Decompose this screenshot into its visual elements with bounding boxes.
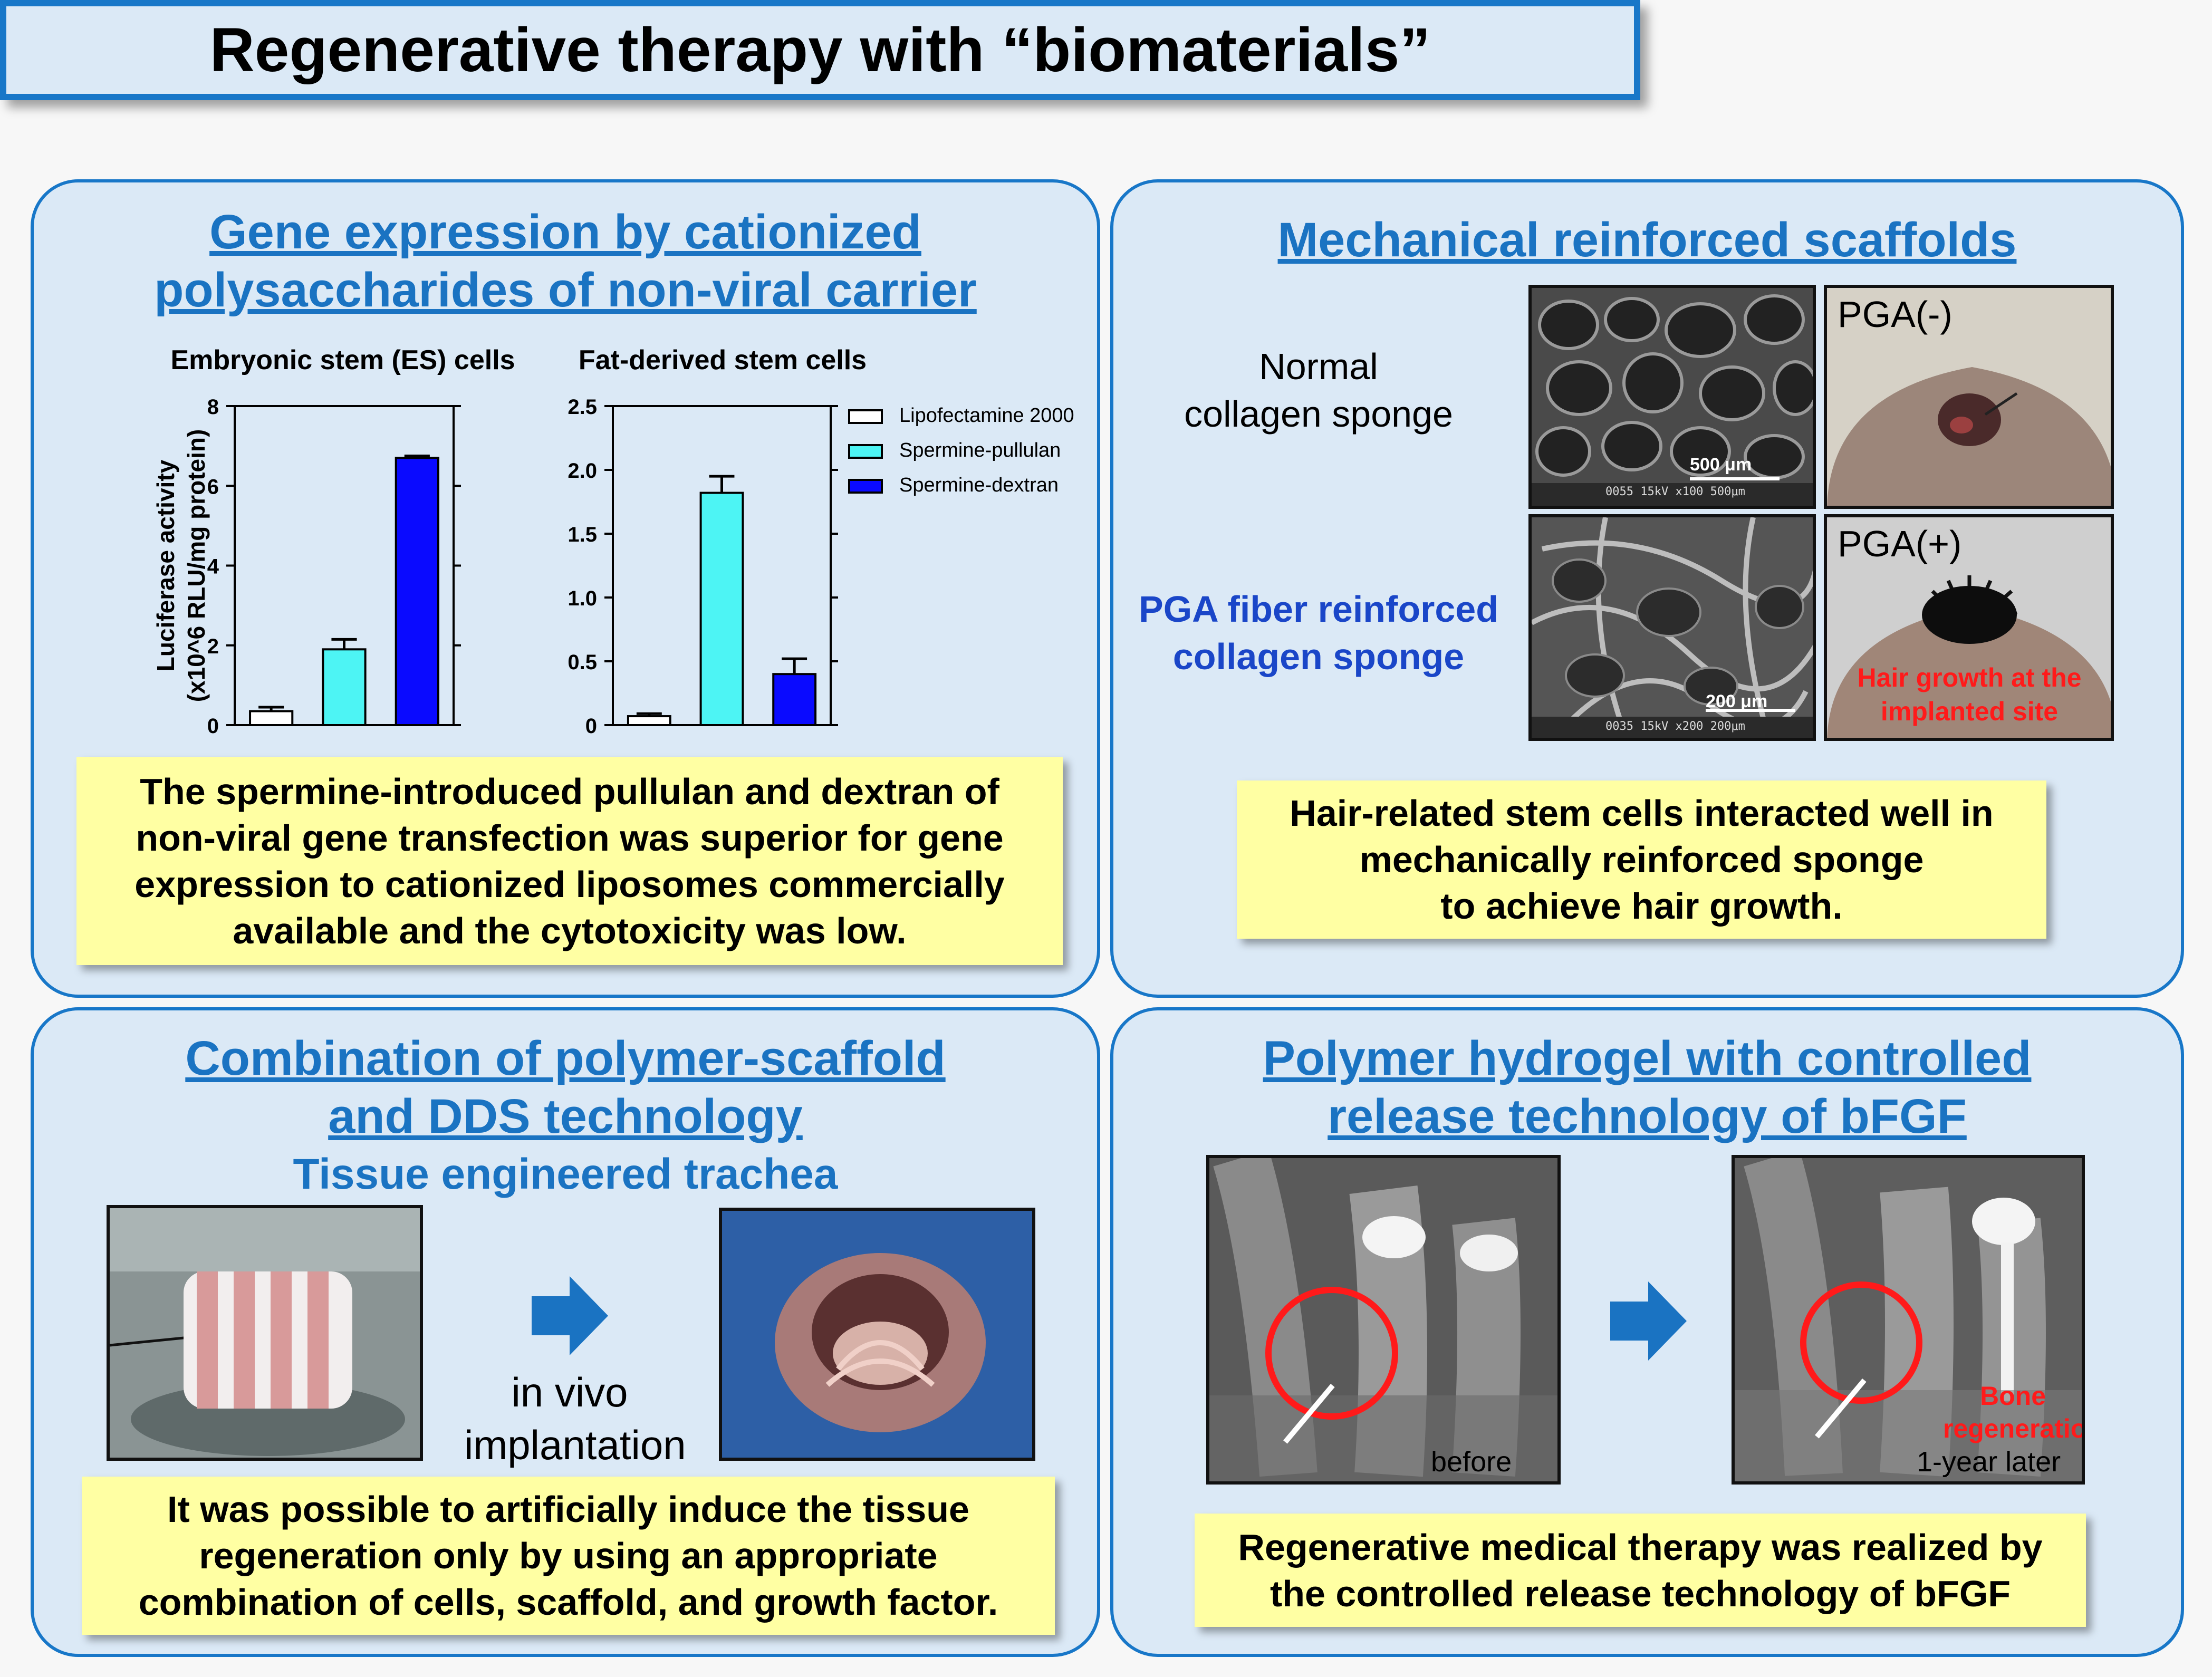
xray-before-image xyxy=(1209,1158,1557,1481)
y-tick-label: 2.0 xyxy=(568,459,597,483)
chart-bar xyxy=(699,491,744,726)
chart-area: Embryonic stem (ES) cells 0 2 4 6 8Luciferase… xyxy=(152,345,1074,738)
legend-label: Spermine-pullulan xyxy=(899,439,1061,461)
pga-sponge-label: PGA fiber reinforced collagen sponge xyxy=(1139,589,1498,677)
trachea-summary-note: It was possible to artificially induce t… xyxy=(82,1477,1055,1635)
y-tick-label: 6 xyxy=(207,475,219,498)
y-tick-label: 2 xyxy=(207,635,219,658)
chart-bar xyxy=(395,457,439,726)
page-title: Regenerative therapy with “biomaterials” xyxy=(209,15,1431,85)
y-axis-label-units: (x10^6 RLU/mg protein) xyxy=(182,429,210,702)
y-tick-label: 0 xyxy=(207,715,219,738)
hydrogel-panel-title: Polymer hydrogel with controlled release… xyxy=(1263,1032,2032,1143)
y-tick-label: 1.0 xyxy=(568,587,597,610)
in-vivo-label: in vivo implantation xyxy=(464,1369,686,1468)
legend-swatch xyxy=(848,444,883,459)
sem-texture-1 xyxy=(1532,288,1813,506)
implanted-trachea-photo xyxy=(719,1208,1035,1461)
pga-minus-skin xyxy=(1827,288,2111,506)
scaffold-trachea-photo xyxy=(107,1205,423,1461)
sem1-scale-label: 500 μm xyxy=(1690,455,1752,475)
scaffold-summary-note: Hair-related stem cells interacted well … xyxy=(1237,780,2046,939)
chart-bar xyxy=(249,710,294,726)
pga-minus-photo: PGA(-) xyxy=(1824,285,2114,509)
hair-growth-label: Hair growth at the implanted site xyxy=(1857,663,2082,726)
page-title-box: Regenerative therapy with “biomaterials” xyxy=(0,0,1640,100)
gene-panel-title: Gene expression by cationized polysaccha… xyxy=(154,205,977,317)
legend-swatch xyxy=(848,479,883,494)
y-tick-label: 4 xyxy=(207,555,219,579)
implanted-trachea-image xyxy=(722,1211,1032,1458)
chart-title: Embryonic stem (ES) cells xyxy=(170,345,515,375)
gene-summary-note: The spermine-introduced pullulan and dex… xyxy=(76,757,1063,965)
sem1-info-label: 0055 15kV x100 500μm xyxy=(1605,485,1745,498)
chart-bar xyxy=(772,673,817,727)
sem-normal-sponge-image: 500 μm 0055 15kV x100 500μm xyxy=(1528,285,1816,509)
y-tick-label: 2.5 xyxy=(568,396,597,419)
hydrogel-arrow-icon xyxy=(1610,1281,1687,1361)
xray-before-photo: before xyxy=(1206,1155,1561,1485)
trachea-arrow-icon xyxy=(532,1276,608,1355)
y-tick-label: 1.5 xyxy=(568,523,597,546)
trachea-subtitle: Tissue engineered trachea xyxy=(293,1150,838,1198)
scaffold-panel-title: Mechanical reinforced scaffolds xyxy=(1277,213,2017,267)
chart-title: Fat-derived stem cells xyxy=(579,345,867,375)
before-label: before xyxy=(1431,1446,1512,1478)
sem2-info-label: 0035 15kV x200 200μm xyxy=(1605,720,1745,733)
bone-regeneration-label: Bone regeneration xyxy=(1943,1381,2082,1443)
pga-plus-photo: PGA(+) Hair growth at the implanted site xyxy=(1824,514,2114,741)
legend-swatch xyxy=(848,409,883,424)
y-tick-label: 0.5 xyxy=(568,651,597,674)
y-axis-label: Luciferase activity xyxy=(152,459,179,671)
after-label: 1-year later xyxy=(1917,1446,2061,1478)
xray-after-photo: Bone regeneration 1-year later xyxy=(1732,1155,2085,1485)
sem-texture-2 xyxy=(1532,517,1813,738)
y-tick-label: 0 xyxy=(585,715,597,738)
hydrogel-summary-note: Regenerative medical therapy was realize… xyxy=(1195,1514,2086,1627)
scaffold-trachea-image xyxy=(110,1208,420,1458)
pga-plus-label: PGA(+) xyxy=(1838,523,1962,564)
xray-after-image xyxy=(1735,1158,2082,1481)
legend-label: Spermine-dextran xyxy=(899,474,1059,496)
chart-bar xyxy=(322,648,367,726)
sem-pga-sponge-image: 200 μm 0035 15kV x200 200μm xyxy=(1528,514,1816,741)
gene-expression-charts: Embryonic stem (ES) cells 0 2 4 6 8Luciferase… xyxy=(152,345,1074,738)
pga-plus-skin xyxy=(1827,517,2111,738)
sem2-scale-label: 200 μm xyxy=(1706,691,1768,711)
normal-sponge-label: Normal collagen sponge xyxy=(1184,346,1453,435)
chart-bar xyxy=(627,715,671,726)
pga-minus-label: PGA(-) xyxy=(1838,294,1953,335)
trachea-panel-title: Combination of polymer-scaffold and DDS … xyxy=(185,1032,946,1143)
y-tick-label: 8 xyxy=(207,396,219,419)
legend-label: Lipofectamine 2000 xyxy=(899,404,1074,427)
